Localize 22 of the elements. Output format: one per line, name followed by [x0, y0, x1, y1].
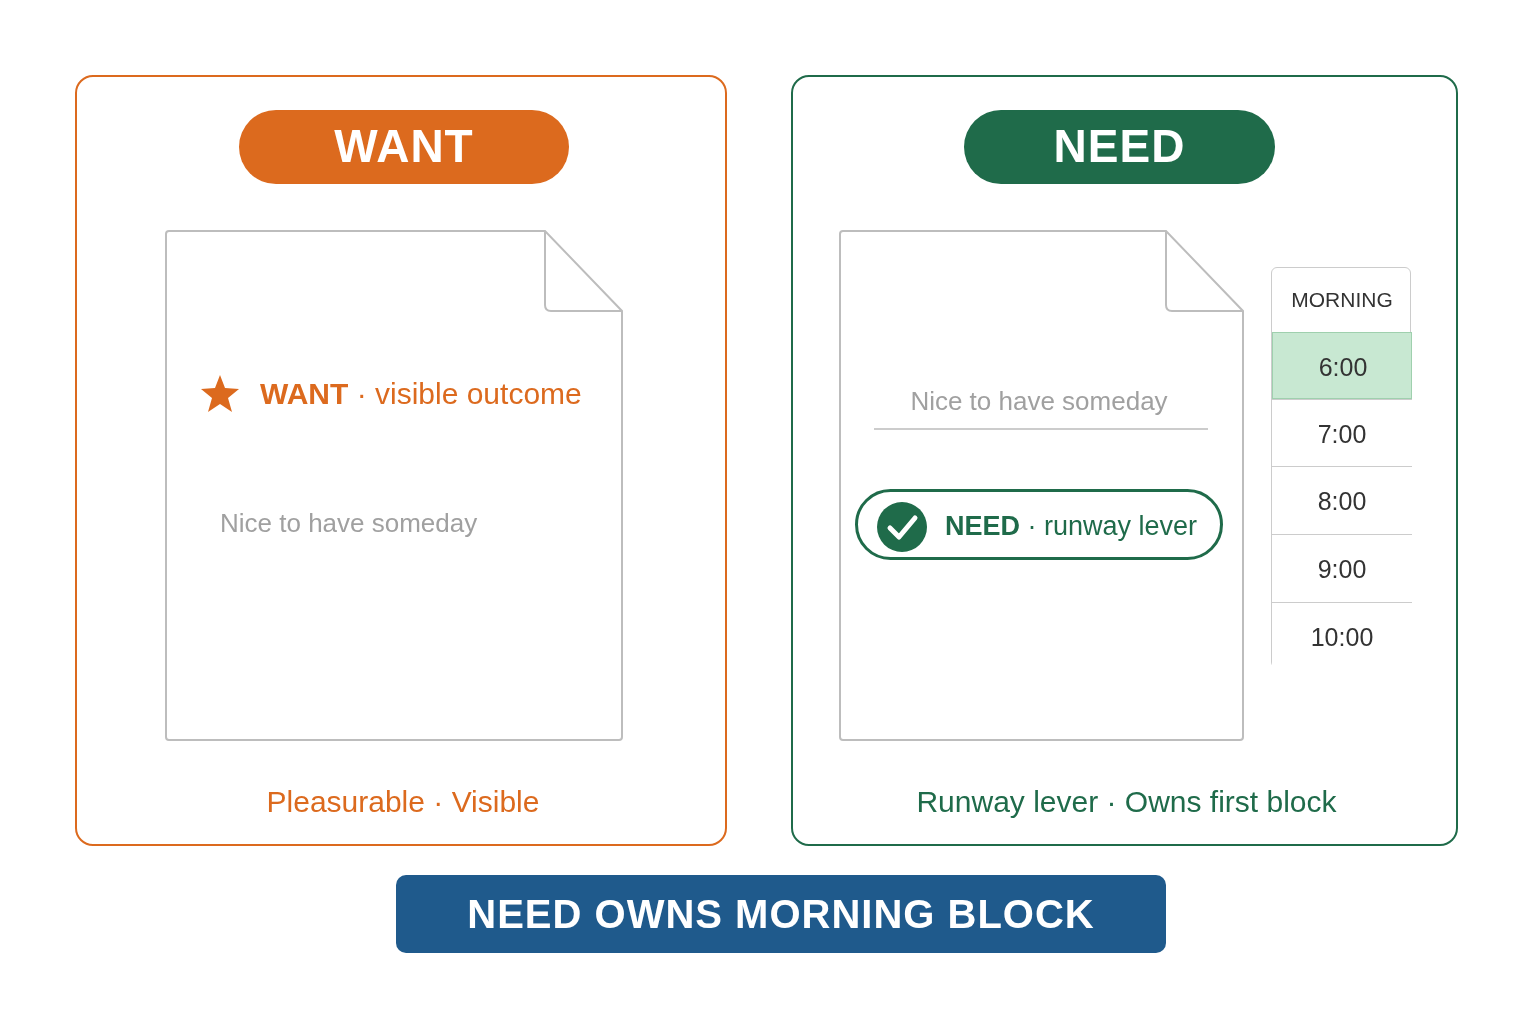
banner-text: NEED OWNS MORNING BLOCK	[467, 891, 1095, 938]
item-text: Nice to have someday	[220, 508, 478, 540]
panel	[791, 75, 1458, 846]
tag-text: NEED · runway lever	[945, 510, 1198, 543]
panel	[75, 75, 727, 846]
time-text: 7:00	[1317, 418, 1367, 449]
panel-caption: Runway lever · Owns first block	[916, 784, 1337, 820]
time-text: 6:00	[1318, 351, 1368, 382]
table-header: MORNING	[1291, 287, 1393, 313]
pill-title: WANT	[334, 119, 474, 175]
time-text: 8:00	[1317, 486, 1367, 516]
item-text: Nice to have someday	[910, 386, 1168, 418]
time-cell	[1272, 534, 1412, 602]
time-text: 10:00	[1310, 621, 1374, 652]
time-cell	[1272, 399, 1412, 466]
item-text: WANT · visible outcome	[260, 376, 582, 412]
banner	[396, 875, 1166, 953]
time-text: 9:00	[1317, 554, 1367, 584]
time-cell	[1272, 332, 1412, 399]
pill-title: NEED	[1053, 119, 1186, 175]
time-cell	[1272, 466, 1412, 534]
panel-caption: Pleasurable · Visible	[266, 784, 540, 820]
